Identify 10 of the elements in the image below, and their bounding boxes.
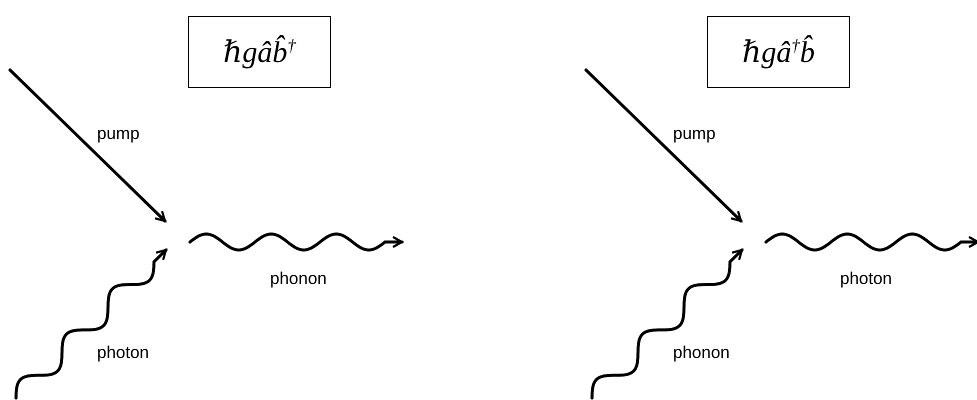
particle-label: pump <box>97 124 140 144</box>
formula-text: ℏgâ$^{†}$b̂ <box>742 34 815 70</box>
particle-label: phonon <box>673 343 730 363</box>
particle-label: photon <box>97 343 149 363</box>
formula-box <box>707 16 850 88</box>
formula-text: ℏgâb̂$^{†}$ <box>223 34 296 70</box>
particle-label: pump <box>673 124 716 144</box>
formula-box <box>188 16 331 88</box>
particle-label: photon <box>840 269 892 289</box>
particle-label: phonon <box>270 269 327 289</box>
